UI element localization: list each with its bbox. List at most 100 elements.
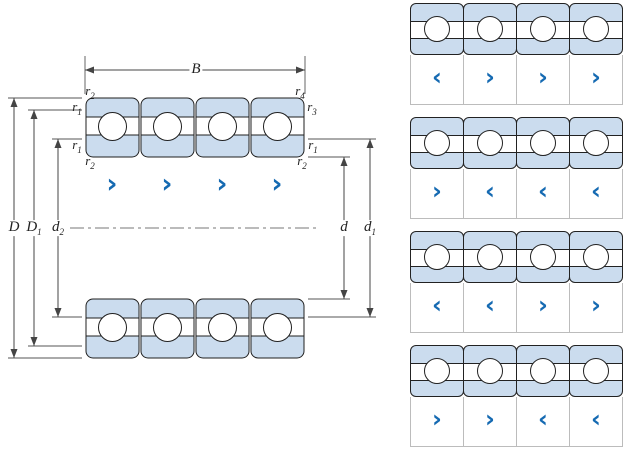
bearing-segment	[140, 97, 195, 158]
r-label-mid-left-upper: r1	[72, 137, 82, 155]
contact-angle-arrow-icon: ‹	[591, 176, 601, 205]
dim-sub: 1	[77, 144, 82, 155]
arrow-cell: ‹	[569, 397, 623, 447]
arrangement-row-2: › ‹ ‹ ‹	[410, 117, 623, 219]
dim-sub: 2	[90, 90, 95, 101]
bearing-pictogram-icon	[463, 231, 517, 283]
contact-angle-arrow-icon: ›	[485, 62, 495, 91]
bearing-pictogram-icon	[569, 3, 623, 55]
arrow-cell: ‹	[410, 283, 464, 333]
dim-base: d	[364, 219, 372, 236]
arrow-cell: ›	[516, 55, 570, 105]
arrow-cell: ›	[569, 283, 623, 333]
dim-base: r	[295, 83, 301, 99]
bearing-pictogram-icon	[569, 117, 623, 169]
bearing-pictogram-icon	[463, 345, 517, 397]
r-label-top-right-inner: r3	[307, 99, 317, 117]
dim-label-B: B	[189, 61, 203, 78]
r-label-top-left-outer: r2	[85, 83, 95, 101]
arrow-cell: ‹	[463, 283, 517, 333]
contact-angle-arrow-icon: ›	[161, 168, 173, 200]
dim-sub: 2	[90, 160, 95, 171]
bearing-segment	[195, 298, 250, 359]
arrow-cell: ‹	[569, 169, 623, 219]
contact-angle-arrow-icon: ‹	[485, 290, 495, 319]
dim-sub: 1	[77, 106, 82, 117]
arrangement-row-1: ‹ › › ›	[410, 3, 623, 105]
arrow-cell: ›	[463, 55, 517, 105]
bearing-pictogram-icon	[410, 345, 464, 397]
dim-label-d1: d1	[362, 219, 378, 238]
arrow-cell: ›	[569, 55, 623, 105]
dim-sub: 3	[312, 106, 317, 117]
arrangement-row-3: ‹ ‹ › ›	[410, 231, 623, 333]
contact-angle-arrow-icon: ›	[591, 62, 601, 91]
bearing-pictogram-icon	[410, 117, 464, 169]
contact-angle-arrow-icon: ‹	[538, 404, 548, 433]
dim-base: D	[26, 219, 38, 236]
arrow-strip: › › ‹ ‹	[410, 397, 623, 447]
bearing-pictogram-icon	[463, 3, 517, 55]
bearing-segment	[85, 298, 140, 359]
dim-base: r	[72, 99, 78, 115]
contact-angle-arrow-icon: ›	[485, 404, 495, 433]
contact-angle-arrow-icon: ›	[538, 62, 548, 91]
arrangement-row-4: › › ‹ ‹	[410, 345, 623, 447]
contact-angle-arrow-icon: ›	[538, 290, 548, 319]
dim-sub: 1	[313, 144, 318, 155]
arrow-cell: ‹	[463, 169, 517, 219]
bearing-pictogram-strip	[410, 231, 623, 283]
bearing-pictogram-strip	[410, 345, 623, 397]
contact-angle-arrow-icon: ›	[271, 168, 283, 200]
bearing-segment	[250, 298, 305, 359]
dim-base: r	[72, 137, 78, 153]
dim-label-D1: D1	[24, 219, 44, 237]
contact-angle-arrow-icon: ‹	[485, 176, 495, 205]
bearing-segment	[195, 97, 250, 158]
contact-angle-arrow-icon: ‹	[432, 290, 442, 319]
contact-angle-arrow-icon: ›	[106, 168, 118, 200]
contact-angle-arrow-icon: ›	[432, 176, 442, 205]
dim-label-d: d	[338, 219, 350, 236]
contact-angle-arrow-icon: ›	[216, 168, 228, 200]
contact-angle-arrow-icon: ‹	[538, 176, 548, 205]
bearing-pictogram-icon	[569, 231, 623, 283]
r-label-top-right-outer: r4	[295, 83, 305, 101]
dim-sub: 1	[371, 227, 377, 238]
arrow-strip: ‹ ‹ › ›	[410, 283, 623, 333]
arrow-strip: › ‹ ‹ ‹	[410, 169, 623, 219]
bearing-pictogram-icon	[463, 117, 517, 169]
bearing-pictogram-icon	[410, 3, 464, 55]
dim-base: r	[308, 137, 314, 153]
dim-base: d	[52, 219, 60, 236]
bearing-pictogram-icon	[516, 345, 570, 397]
dim-sub: 2	[59, 227, 65, 238]
dim-base: B	[191, 61, 201, 78]
r-label-mid-left-lower: r2	[85, 153, 95, 171]
arrow-cell: ‹	[516, 169, 570, 219]
arrow-cell: ›	[410, 397, 464, 447]
arrow-strip: ‹ › › ›	[410, 55, 623, 105]
contact-angle-arrow-icon: ›	[432, 404, 442, 433]
bearing-pictogram-icon	[516, 117, 570, 169]
dim-base: r	[307, 99, 313, 115]
arrow-cell: ›	[516, 283, 570, 333]
contact-angle-arrow-icon: ‹	[432, 62, 442, 91]
dim-sub: 4	[300, 90, 305, 101]
arrow-cell: ‹	[410, 55, 464, 105]
bearing-pictogram-icon	[516, 3, 570, 55]
bearing-pictogram-icon	[516, 231, 570, 283]
r-label-mid-right-lower: r2	[297, 154, 307, 171]
bearing-segment	[140, 298, 195, 359]
dim-sub: 2	[302, 160, 307, 171]
dim-base: r	[85, 83, 91, 99]
dim-base: D	[8, 219, 20, 236]
dim-base: r	[85, 153, 91, 169]
dim-label-d2: d2	[50, 219, 66, 238]
contact-angle-arrow-icon: ›	[591, 290, 601, 319]
arrow-cell: ›	[463, 397, 517, 447]
arrow-cell: ‹	[516, 397, 570, 447]
dim-label-D: D	[6, 219, 22, 236]
bearing-segment	[250, 97, 305, 158]
